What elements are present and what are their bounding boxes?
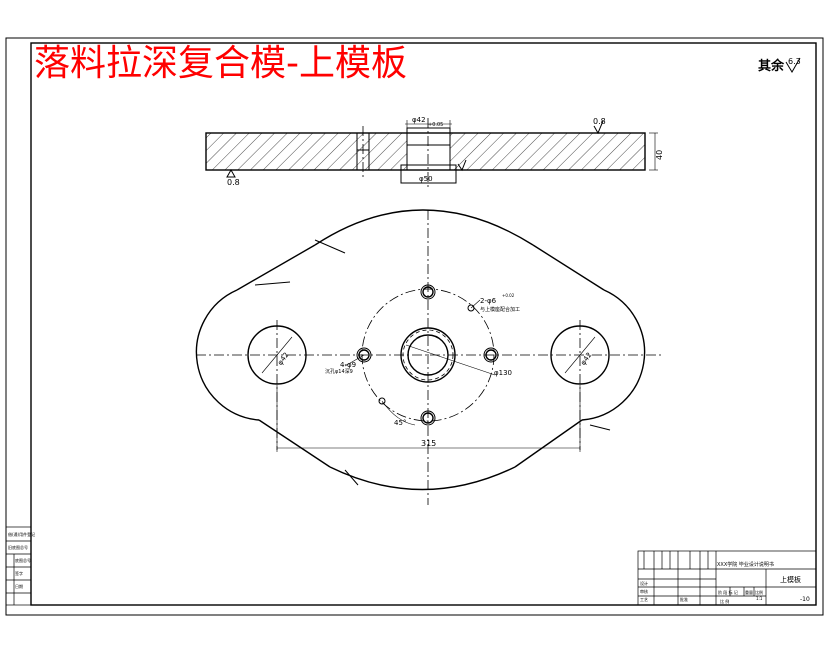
svg-text:审核: 审核 <box>640 588 648 594</box>
svg-text:+0.05: +0.05 <box>428 122 443 128</box>
svg-text:2-φ6: 2-φ6 <box>480 297 497 305</box>
svg-text:φ50: φ50 <box>419 175 433 183</box>
svg-text:0.8: 0.8 <box>593 117 606 126</box>
svg-text:底图总号: 底图总号 <box>15 557 31 563</box>
svg-text:6.3: 6.3 <box>788 57 801 66</box>
svg-text:0.8: 0.8 <box>227 178 240 187</box>
drawing-title: 落料拉深复合模-上模板 <box>34 43 407 84</box>
svg-text:上模板: 上模板 <box>780 575 801 584</box>
title-block: XXX学院 毕业设计说明书 上模板 阶 段 标 记 重量 比例 比 例 1:1 … <box>637 550 817 606</box>
svg-text:重量: 重量 <box>745 589 753 595</box>
svg-text:比 例: 比 例 <box>720 598 729 604</box>
roughness-bottom-icon <box>226 168 236 178</box>
svg-text:日期: 日期 <box>15 583 23 589</box>
side-block: 借(通)用件登记 旧底图总号 底图总号 签字 日期 <box>5 526 35 606</box>
roughness-symbol-icon <box>785 57 801 73</box>
svg-text:借(通)用件登记: 借(通)用件登记 <box>8 531 35 537</box>
svg-text:设计: 设计 <box>640 580 648 586</box>
svg-text:1:1: 1:1 <box>756 596 763 601</box>
svg-text:φ42: φ42 <box>412 116 426 124</box>
svg-text:+0.02: +0.02 <box>502 293 515 298</box>
svg-text:沉孔φ14深9: 沉孔φ14深9 <box>325 368 353 375</box>
svg-text:其余: 其余 <box>758 58 785 74</box>
svg-text:比例: 比例 <box>755 589 763 595</box>
svg-text:40: 40 <box>655 150 664 160</box>
svg-text:φ130: φ130 <box>494 369 512 377</box>
svg-text:阶 段 标 记: 阶 段 标 记 <box>718 589 738 595</box>
svg-text:与上模座配合加工: 与上模座配合加工 <box>480 306 520 313</box>
section-view: φ42 +0.05 φ50 40 0.8 0.8 <box>205 116 664 190</box>
svg-text:批准: 批准 <box>680 596 688 602</box>
outer-frame <box>5 37 824 616</box>
svg-text:-10: -10 <box>800 596 810 603</box>
svg-text:签字: 签字 <box>15 570 23 576</box>
roughness-note: 其余 6.3 <box>758 57 801 74</box>
svg-text:旧底图总号: 旧底图总号 <box>8 544 28 550</box>
svg-text:4-φ9: 4-φ9 <box>340 361 356 369</box>
inner-frame <box>30 42 817 606</box>
svg-text:45°: 45° <box>394 419 406 427</box>
plan-view: φ42 φ42 2-φ6 +0.02 与上模座配合加工 4-φ9 沉孔φ14深9… <box>195 209 662 505</box>
svg-text:工艺: 工艺 <box>640 597 648 602</box>
svg-text:XXX学院 毕业设计说明书: XXX学院 毕业设计说明书 <box>717 561 774 568</box>
svg-text:315: 315 <box>421 439 436 448</box>
roughness-top-icon <box>593 120 604 135</box>
